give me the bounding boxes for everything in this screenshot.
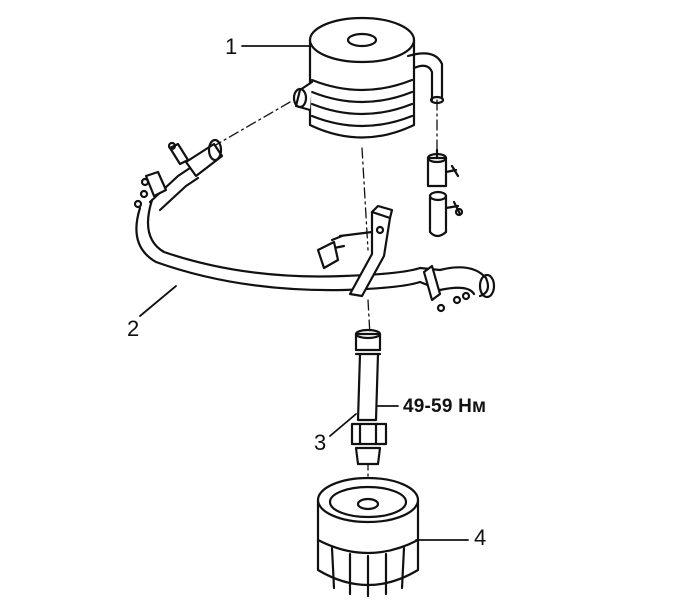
oil-pipe [133,138,496,313]
center-bolt [350,328,388,466]
callout-4: 4 [474,525,487,550]
callout-1: 1 [225,34,238,59]
leader-lines [139,45,469,541]
oil-filter [316,476,420,598]
callout-2: 2 [127,316,140,341]
oil-cooler [292,16,416,139]
cooler-return-pipe [406,52,464,238]
callout-3: 3 [314,430,327,455]
torque-spec-label: 49-59 Нм [403,396,487,417]
